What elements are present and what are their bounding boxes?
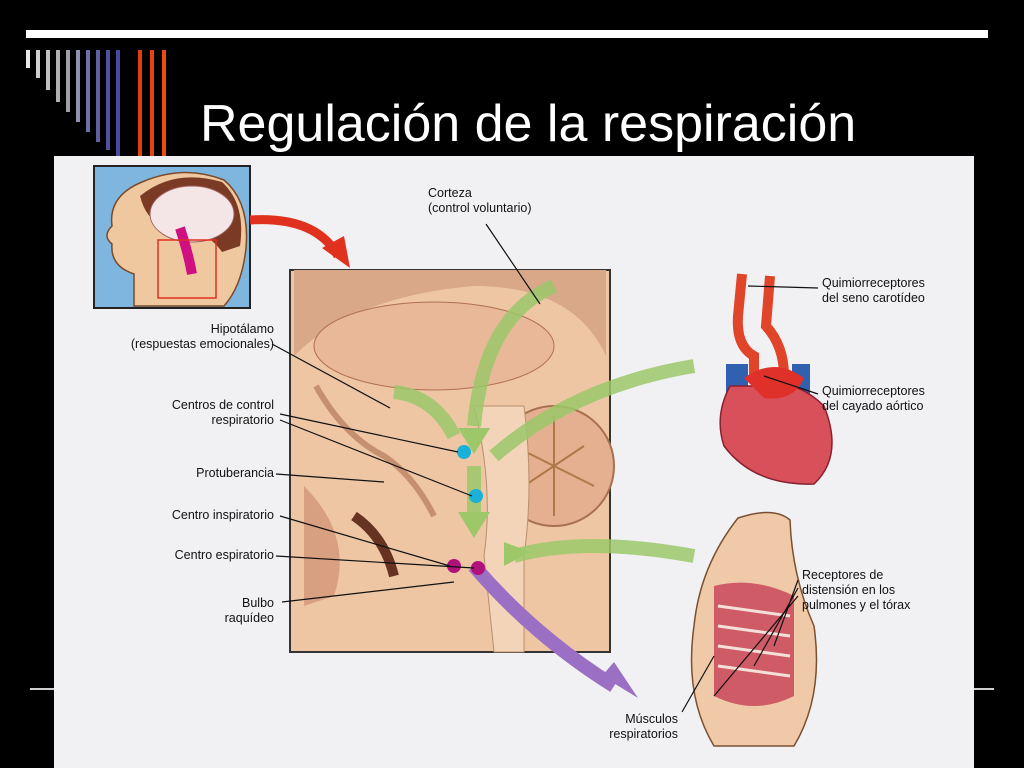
red-arrowhead	[322, 236, 350, 268]
slide-title: Regulación de la respiración	[200, 95, 857, 153]
purple-arrowhead	[602, 662, 638, 698]
brain-section	[289, 269, 615, 653]
footer-rule-left	[30, 688, 54, 690]
label-cortex: Corteza(control voluntario)	[428, 186, 532, 215]
label-expiratory-center: Centro espiratorio	[174, 548, 274, 562]
footer-rule-right	[974, 688, 994, 690]
purple-efferent-arrow	[468, 561, 618, 692]
label-inspiratory-center: Centro inspiratorio	[171, 508, 274, 522]
label-pons: Protuberancia	[196, 466, 274, 480]
label-hypothalamus: Hipotálamo(respuestas emocionales)	[130, 322, 274, 351]
diagram-panel: Corteza(control voluntario) Hipotálamo(r…	[54, 156, 974, 768]
torso-illustration	[690, 511, 818, 747]
pons-center-dot	[469, 489, 483, 503]
head-inset	[93, 165, 251, 309]
inspiratory-center-dot	[447, 559, 461, 573]
green-arrowhead	[458, 512, 490, 538]
green-afferent-arrows	[393, 279, 696, 563]
expiratory-center-dot	[471, 561, 485, 575]
respiration-diagram	[93, 165, 833, 747]
green-arrowhead	[504, 542, 530, 566]
control-center-dot	[457, 445, 471, 459]
heart-illustration	[719, 273, 833, 485]
leader-lines	[271, 223, 819, 713]
title-rule	[26, 30, 988, 38]
red-pointer-arrow	[249, 215, 342, 259]
green-arrowhead	[458, 428, 490, 454]
